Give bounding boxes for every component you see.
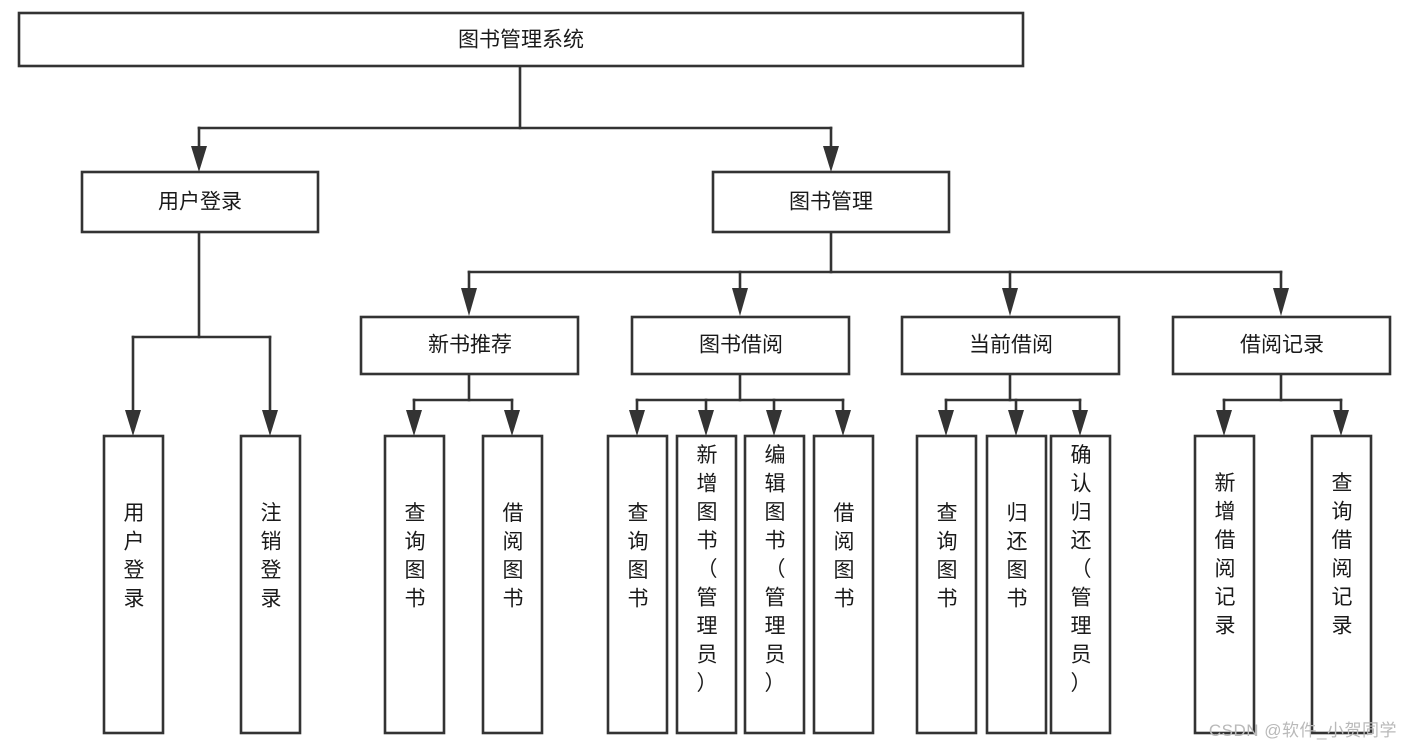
arrowhead-new-book-rec [461,288,477,316]
arrowhead-bb-leaf-4 [835,410,851,436]
arrowhead-br-leaf-1 [1216,410,1232,436]
leaf-node[interactable]: 查询图书 [606,434,669,735]
arrowhead-user-login [191,146,207,172]
leaf-box-query-book-nbr[interactable] [383,434,446,735]
leaf-node[interactable]: 借阅图书 [481,434,544,735]
node-user-login-box[interactable] [80,170,320,234]
leaf-box-return-book[interactable] [985,434,1048,735]
node-user-login[interactable]: 用户登录 [80,170,320,234]
node-current-borrowing-box[interactable] [900,315,1121,376]
node-new-book-recommendation-box[interactable] [359,315,580,376]
node-new-book-recommendation-label: 新书推荐 [428,334,512,357]
arrowhead-leaf-logout [262,410,278,436]
node-root-box[interactable] [17,11,1025,68]
node-current-borrowing-label: 当前借阅 [969,334,1053,357]
node-book-management-label: 图书管理 [789,191,873,214]
leaf-node[interactable]: 借阅图书 [812,434,875,735]
node-borrowing-record[interactable]: 借阅记录 [1171,315,1392,376]
leaf-label-borrow-book-bb: 借阅图书 [834,502,855,611]
arrowhead-leaf-user-login [125,410,141,436]
leaf-label-edit-book-admin: 编辑图书（管理员） [765,444,786,695]
leaf-node[interactable]: 查询借阅记录 [1310,434,1373,735]
connectors-book-mgmt-to-level3 [461,230,1289,316]
connectors-borrow-record-to-leaves [1216,372,1349,436]
arrowhead-nbr-leaf-2 [504,410,520,436]
leaf-node[interactable]: 确认归还（管理员） [1049,434,1112,735]
node-new-book-recommendation[interactable]: 新书推荐 [359,315,580,376]
arrowhead-bb-leaf-2 [698,410,714,436]
connectors-root-to-level2 [191,64,839,172]
leaf-box-confirm-return-admin[interactable] [1049,434,1112,735]
leaf-node[interactable]: 注销登录 [239,434,302,735]
leaf-label-query-book-bb: 查询图书 [628,502,649,611]
leaf-box-query-book-cb[interactable] [915,434,978,735]
arrowhead-current-borrow [1002,288,1018,316]
arrowhead-cb-leaf-2 [1008,410,1024,436]
leaf-box-borrow-book-nbr[interactable] [481,434,544,735]
node-book-management-box[interactable] [711,170,951,234]
arrowhead-book-mgmt [823,146,839,172]
connectors-new-book-rec-to-leaves [406,372,520,436]
arrowhead-bb-leaf-3 [766,410,782,436]
arrowhead-cb-leaf-1 [938,410,954,436]
leaf-label-logout: 注销登录 [261,502,282,611]
leaf-label-query-borrow-record: 查询借阅记录 [1332,472,1353,638]
node-book-borrowing-box[interactable] [630,315,851,376]
arrowhead-bb-leaf-1 [629,410,645,436]
leaf-box-user-login[interactable] [102,434,165,735]
leaf-label-return-book: 归还图书 [1007,502,1028,611]
leaf-box-query-borrow-record[interactable] [1310,434,1373,735]
node-book-borrowing[interactable]: 图书借阅 [630,315,851,376]
node-borrowing-record-box[interactable] [1171,315,1392,376]
node-borrowing-record-label: 借阅记录 [1240,334,1324,357]
leaf-box-edit-book-admin[interactable] [743,434,806,735]
leaf-label-confirm-return-admin: 确认归还（管理员） [1071,444,1092,695]
leaf-node[interactable]: 新增借阅记录 [1193,434,1256,735]
leaf-label-query-book-nbr: 查询图书 [405,502,426,611]
leaf-label-add-book-admin: 新增图书（管理员） [697,444,718,695]
node-current-borrowing[interactable]: 当前借阅 [900,315,1121,376]
leaf-node[interactable]: 归还图书 [985,434,1048,735]
leaf-node[interactable]: 查询图书 [383,434,446,735]
leaf-node[interactable]: 用户登录 [102,434,165,735]
node-book-management[interactable]: 图书管理 [711,170,951,234]
leaf-box-query-book-bb[interactable] [606,434,669,735]
connectors-user-login-to-leaves [125,230,278,436]
arrowhead-cb-leaf-3 [1072,410,1088,436]
leaf-box-add-borrow-record[interactable] [1193,434,1256,735]
node-root-label: 图书管理系统 [458,29,584,52]
leaf-box-borrow-book-bb[interactable] [812,434,875,735]
leaf-label-user-login: 用户登录 [124,502,145,611]
leaf-node[interactable]: 查询图书 [915,434,978,735]
leaf-label-query-book-cb: 查询图书 [937,502,958,611]
arrowhead-nbr-leaf-1 [406,410,422,436]
node-book-borrowing-label: 图书借阅 [699,334,783,357]
connectors-current-borrow-to-leaves [938,372,1088,436]
leaf-box-logout[interactable] [239,434,302,735]
leaf-box-add-book-admin[interactable] [675,434,738,735]
arrowhead-book-borrow [732,288,748,316]
node-user-login-label: 用户登录 [158,191,242,214]
connectors-book-borrow-to-leaves [629,372,851,436]
arrowhead-borrow-record [1273,288,1289,316]
leaf-label-borrow-book-nbr: 借阅图书 [503,502,524,611]
leaf-node[interactable]: 编辑图书（管理员） [743,434,806,735]
arrowhead-br-leaf-2 [1333,410,1349,436]
leaf-label-add-borrow-record: 新增借阅记录 [1215,472,1236,638]
leaf-node[interactable]: 新增图书（管理员） [675,434,738,735]
node-root-book-management-system[interactable]: 图书管理系统 [17,11,1025,68]
